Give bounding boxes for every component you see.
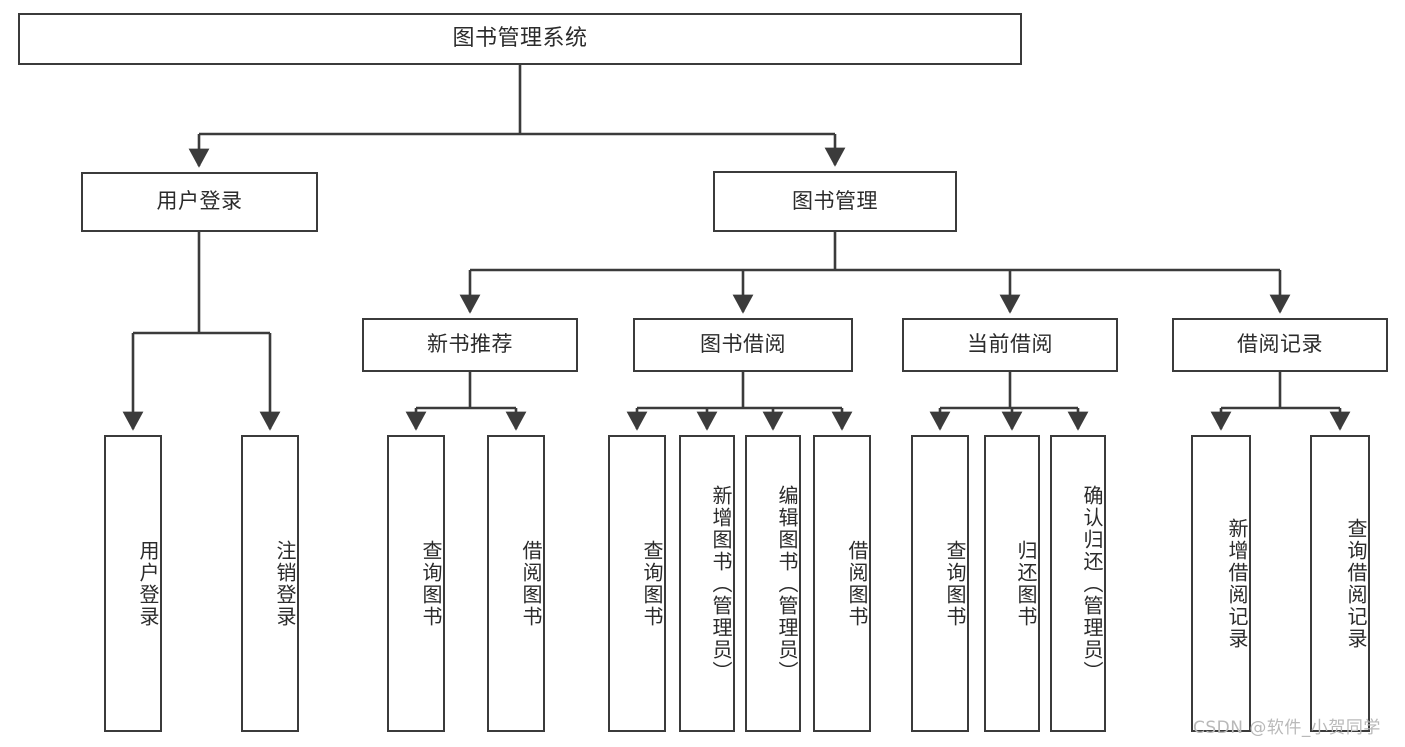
node-user-login-label: 用户登录: [156, 189, 243, 214]
node-leaf-user-login[interactable]: 用户登录: [104, 435, 162, 732]
node-leaf-query-book-2-label: 查询图书: [640, 539, 664, 628]
node-book-manage-label: 图书管理: [792, 188, 878, 213]
csdn-watermark: CSDN @软件_小贺同学: [1193, 718, 1381, 738]
node-leaf-user-logout[interactable]: 注销登录: [241, 435, 299, 732]
node-new-book-recommend[interactable]: 新书推荐: [362, 318, 578, 372]
node-leaf-borrow-book-1[interactable]: 借阅图书: [487, 435, 545, 732]
node-leaf-query-book-3-label: 查询图书: [943, 539, 967, 628]
node-leaf-borrow-book-1-label: 借阅图书: [519, 539, 543, 628]
node-leaf-confirm-return[interactable]: 确认归还（管理员）: [1050, 435, 1106, 732]
node-leaf-edit-book-label: 编辑图书（管理员）: [775, 484, 799, 683]
node-leaf-confirm-return-label: 确认归还（管理员）: [1080, 484, 1104, 683]
node-leaf-add-book-label: 新增图书（管理员）: [709, 484, 733, 683]
node-leaf-user-login-label: 用户登录: [136, 539, 160, 628]
node-leaf-query-book-1[interactable]: 查询图书: [387, 435, 445, 732]
node-book-borrow[interactable]: 图书借阅: [633, 318, 853, 372]
node-leaf-query-book-3[interactable]: 查询图书: [911, 435, 969, 732]
node-leaf-edit-book[interactable]: 编辑图书（管理员）: [745, 435, 801, 732]
node-current-borrow[interactable]: 当前借阅: [902, 318, 1118, 372]
node-root[interactable]: 图书管理系统: [18, 13, 1022, 65]
node-borrow-record[interactable]: 借阅记录: [1172, 318, 1388, 372]
node-book-manage[interactable]: 图书管理: [713, 171, 957, 232]
node-leaf-query-record-label: 查询借阅记录: [1344, 517, 1368, 650]
node-leaf-query-book-2[interactable]: 查询图书: [608, 435, 666, 732]
node-new-book-recommend-label: 新书推荐: [427, 332, 513, 357]
node-leaf-add-book[interactable]: 新增图书（管理员）: [679, 435, 735, 732]
node-borrow-record-label: 借阅记录: [1237, 332, 1323, 357]
node-book-borrow-label: 图书借阅: [700, 332, 786, 357]
node-leaf-user-logout-label: 注销登录: [273, 539, 297, 628]
node-root-label: 图书管理系统: [452, 25, 588, 51]
node-leaf-borrow-book-2-label: 借阅图书: [845, 539, 869, 628]
node-user-login[interactable]: 用户登录: [81, 172, 318, 232]
node-leaf-return-book-label: 归还图书: [1014, 539, 1038, 628]
node-current-borrow-label: 当前借阅: [967, 332, 1053, 357]
node-leaf-borrow-book-2[interactable]: 借阅图书: [813, 435, 871, 732]
node-leaf-query-record[interactable]: 查询借阅记录: [1310, 435, 1370, 732]
node-leaf-add-record[interactable]: 新增借阅记录: [1191, 435, 1251, 732]
node-leaf-add-record-label: 新增借阅记录: [1225, 517, 1249, 650]
node-leaf-return-book[interactable]: 归还图书: [984, 435, 1040, 732]
node-leaf-query-book-1-label: 查询图书: [419, 539, 443, 628]
